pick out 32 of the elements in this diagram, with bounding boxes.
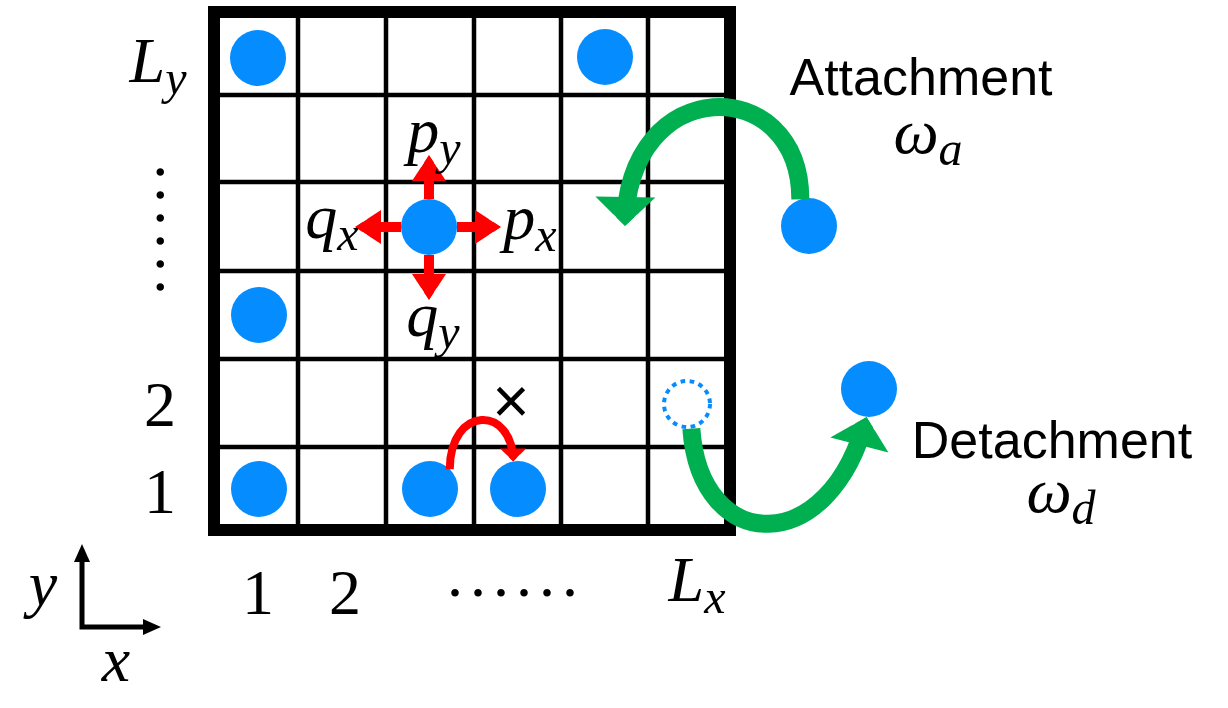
rate-label: p$_{x}$ — [495, 170, 565, 266]
hop-arrow — [355, 210, 401, 244]
hop-arrow — [412, 255, 446, 300]
particle — [841, 361, 897, 417]
particle — [577, 29, 633, 85]
attachment-arrow — [598, 98, 810, 227]
hop-arrow — [412, 155, 446, 199]
rate-label: p$_{y}$ — [399, 83, 469, 179]
rate-label: q$_{y}$ — [405, 278, 461, 360]
vacant-site-circle — [662, 379, 712, 429]
axis-name: y — [20, 536, 66, 632]
ellipsis-dots: ...... — [142, 164, 216, 302]
axis-tick-label: 2 — [144, 367, 176, 442]
axis-name: x — [100, 623, 132, 697]
particle — [230, 30, 286, 86]
axis-tick-label: 1 — [242, 555, 274, 630]
axis-tick-label: 1 — [144, 454, 176, 529]
axis-tick-label: 2 — [329, 555, 361, 630]
curved-hop-arrow — [445, 416, 525, 470]
particle — [401, 199, 457, 255]
particle — [490, 461, 546, 517]
particle — [231, 461, 287, 517]
particle — [781, 198, 837, 254]
hop-arrow — [457, 210, 501, 244]
particle — [231, 287, 287, 343]
lattice-grid — [208, 6, 736, 536]
rate-label: q$_{x}$ — [304, 180, 360, 262]
axis-end-label: L$_{y}$ — [127, 24, 188, 106]
axis-end-label: L$_{x}$ — [666, 543, 727, 625]
ellipsis-dots: ...... — [447, 537, 585, 612]
blocked-mark: × — [492, 365, 530, 437]
particle — [402, 461, 458, 517]
